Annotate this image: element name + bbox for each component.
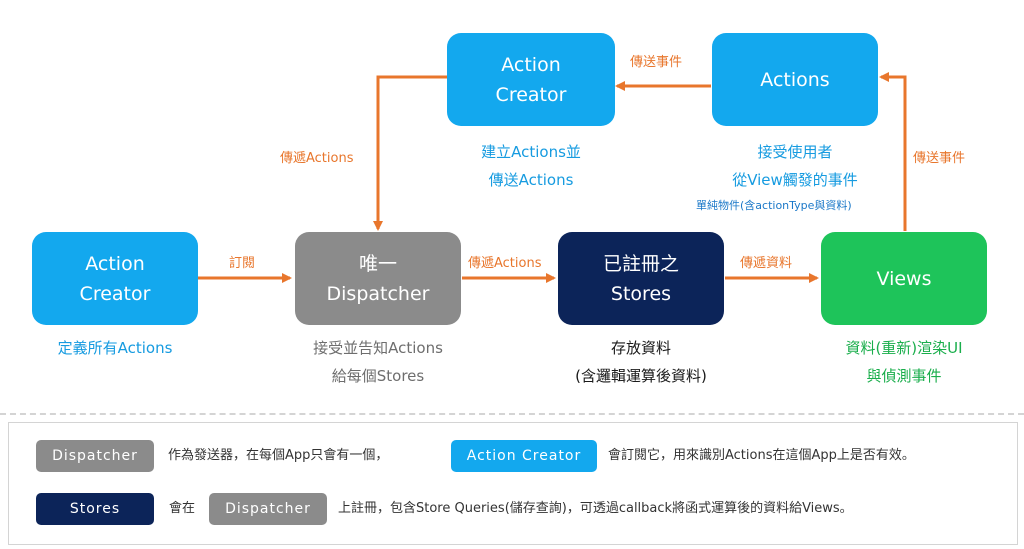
stores-caption-line2: (含邏輯運算後資料) [575, 367, 707, 385]
actions-label: Actions [760, 68, 830, 91]
action-creator-top-node: Action Creator [447, 33, 615, 126]
edge-label-stores-to-views: 傳遞資料 [740, 256, 793, 271]
edge-label-views-to-actions: 傳送事件 [913, 151, 966, 166]
views-caption-line1: 資料(重新)渲染UI [845, 339, 963, 357]
stores-line1: 已註冊之 [602, 252, 679, 275]
actions-caption: 接受使用者 從View觸發的事件 [695, 138, 895, 194]
edge-label-actions-to-creator: 傳送事件 [630, 55, 683, 70]
action-creator-top-line1: Action [501, 53, 561, 76]
legend-chip-dispatcher-2: Dispatcher [209, 493, 327, 525]
views-caption: 資料(重新)渲染UI 與偵測事件 [804, 334, 1004, 390]
arrow-views-to-actions [879, 72, 907, 231]
legend-row2-text1: 會在 [169, 501, 196, 516]
action-creator-top-caption-line2: 傳送Actions [488, 171, 574, 189]
dispatcher-caption: 接受並告知Actions 給每個Stores [278, 334, 478, 390]
section-divider [0, 413, 1024, 415]
action-creator-left-line2: Creator [79, 282, 151, 305]
views-caption-line2: 與偵測事件 [866, 367, 942, 385]
dispatcher-caption-line1: 接受並告知Actions [313, 339, 443, 357]
views-label: Views [876, 267, 932, 290]
actions-caption-line2: 從View觸發的事件 [732, 171, 858, 189]
legend-chip-dispatcher: Dispatcher [36, 440, 154, 472]
edge-label-dispatcher-to-stores: 傳遞Actions [468, 256, 542, 271]
action-creator-left-caption: 定義所有Actions [57, 339, 173, 357]
dispatcher-node: 唯一 Dispatcher [295, 232, 461, 325]
action-creator-left-node: Action Creator [32, 232, 198, 325]
legend-chip-action-creator: Action Creator [451, 440, 597, 472]
edge-label-creator-to-dispatcher: 傳遞Actions [280, 151, 354, 166]
action-creator-top-line2: Creator [495, 83, 567, 106]
dispatcher-caption-line2: 給每個Stores [331, 367, 425, 385]
action-creator-top-caption-line1: 建立Actions並 [481, 143, 581, 161]
dispatcher-line2: Dispatcher [326, 282, 430, 305]
legend-row2-text2: 上註冊，包含Store Queries(儲存查詢)，可透過callback將函式… [338, 501, 853, 516]
stores-node: 已註冊之 Stores [558, 232, 724, 325]
dispatcher-line1: 唯一 [358, 252, 397, 275]
views-node: Views [821, 232, 987, 325]
edge-label-subscribe: 訂閱 [229, 256, 256, 271]
stores-line2: Stores [610, 282, 672, 305]
stores-caption-line1: 存放資料 [610, 339, 671, 357]
actions-caption-line1: 接受使用者 [757, 143, 833, 161]
legend-row1-text2: 會訂閱它，用來識別Actions在這個App上是否有效。 [608, 448, 915, 463]
legend-chip-stores: Stores [36, 493, 154, 525]
legend-row1-text1: 作為發送器，在每個App只會有一個， [168, 448, 389, 463]
arrow-creator-to-dispatcher [373, 75, 447, 231]
stores-caption: 存放資料 (含邏輯運算後資料) [541, 334, 741, 390]
actions-note: 單純物件(含actionType與資料) [696, 199, 852, 212]
action-creator-top-caption: 建立Actions並 傳送Actions [431, 138, 631, 194]
legend-box: Dispatcher 作為發送器，在每個App只會有一個， Action Cre… [8, 422, 1018, 545]
actions-node: Actions [712, 33, 878, 126]
action-creator-left-line1: Action [85, 252, 145, 275]
